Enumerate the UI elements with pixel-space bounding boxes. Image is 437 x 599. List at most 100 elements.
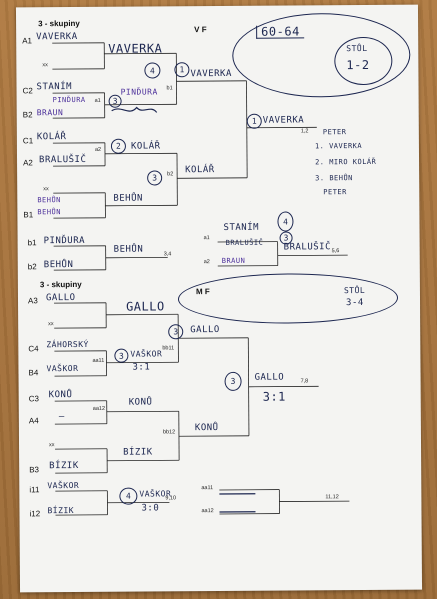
player-entry: KONŮ	[48, 390, 73, 401]
result-note: PETER	[323, 188, 347, 197]
player-entry: BRAUN	[36, 108, 64, 118]
result-note: 1. VAVERKA	[314, 141, 363, 151]
rank-circle: 3	[147, 170, 163, 186]
match-code: 1,2	[300, 128, 309, 135]
bye-label: xx	[48, 442, 55, 449]
bracket-lines	[52, 42, 350, 516]
player-entry: BEHŮN	[37, 196, 61, 205]
group-title-bottom: 3 - skupiny	[39, 279, 82, 290]
player-entry: KONŮ	[128, 397, 153, 408]
rank-circle: 4	[119, 487, 138, 505]
player-entry: VAŠKOR	[139, 489, 172, 499]
rank-circle: 1	[174, 62, 190, 78]
match-code: b1	[166, 85, 173, 92]
result-note: PETER	[322, 128, 347, 137]
seed-label: C2	[22, 86, 33, 96]
rank-circle: 4	[277, 211, 294, 232]
rank-circle: 3	[224, 371, 242, 391]
match-code: 5,6	[331, 248, 340, 255]
player-entry: KOLÁŘ	[185, 165, 215, 176]
bye-label: xx	[48, 321, 54, 328]
player-entry: BRALUŠIČ	[283, 242, 332, 253]
player-entry: BRALUŠIČ	[38, 154, 87, 166]
player-entry: BEHŮN	[113, 193, 143, 204]
match-code: a2	[203, 259, 210, 266]
seed-label: b1	[27, 238, 37, 248]
result-note: 2. MIRO KOLÁŘ	[315, 157, 377, 167]
scribble-out	[111, 106, 158, 113]
player-entry: BRALUŠIČ	[225, 238, 264, 247]
player-entry: KONŮ	[194, 423, 219, 434]
player-entry: VAŠKOR	[47, 480, 80, 491]
match-code: aa11	[201, 485, 214, 492]
bye-label: xx	[43, 186, 49, 193]
match-code: b2	[167, 171, 174, 178]
match-score: 3:0	[141, 503, 160, 514]
player-entry: VAŠKOR	[46, 363, 79, 374]
bye-label: xx	[42, 62, 48, 69]
player-entry: VAVERKA	[190, 68, 232, 80]
player-entry: VAVERKA	[262, 115, 305, 126]
rank-circle: 2	[110, 138, 126, 154]
player-entry: PINĎURA	[43, 235, 86, 247]
seed-label: A3	[27, 296, 38, 306]
player-entry: GALLO	[254, 372, 285, 383]
match-code: a1	[203, 235, 210, 242]
match-score: 3:1	[132, 362, 151, 373]
player-entry: —	[58, 412, 65, 423]
group-title-top: 3 - skupiny	[38, 18, 80, 29]
match-code: bb11	[162, 345, 175, 352]
seed-label: b2	[27, 262, 37, 272]
player-entry: KOLÁŘ	[130, 141, 161, 152]
seed-label: C4	[28, 344, 39, 354]
seed-label: A4	[28, 416, 39, 426]
result-note: 3. BEHŮN	[315, 174, 353, 183]
seed-label: i11	[29, 485, 40, 495]
tournament-bracket-sheet: 3 - skupiny V F 3 - skupiny M F 60-64 ST…	[15, 4, 423, 593]
rank-circle: 3	[108, 94, 122, 108]
seed-label: B4	[28, 368, 39, 378]
rank-circle: 1	[246, 113, 262, 129]
match-code: 7,8	[300, 378, 309, 385]
player-entry: BEHŮN	[37, 208, 61, 217]
seed-label: i12	[29, 509, 41, 519]
player-entry: PINĎURA	[52, 95, 86, 105]
match-code: aa11	[92, 357, 105, 364]
table-label-bottom: STŮL	[343, 285, 366, 296]
match-score: 3:1	[262, 389, 286, 404]
player-entry: GALLO	[190, 324, 220, 336]
player-entry: BRAUN	[221, 256, 246, 265]
player-entry: BÍZIK	[123, 447, 153, 458]
player-entry: BEHŮN	[113, 244, 144, 255]
player-entry: VAVERKA	[36, 31, 78, 43]
match-code: aa12	[201, 508, 214, 515]
seed-label: A2	[23, 158, 33, 168]
table-value-top: 1-2	[346, 57, 370, 73]
seed-label: C1	[22, 136, 34, 146]
player-entry: PINĎURA	[120, 87, 158, 97]
rank-circle: 4	[144, 62, 161, 79]
player-entry: STANÍM	[36, 82, 73, 93]
player-entry: GALLO	[126, 299, 165, 314]
player-entry: GALLO	[45, 293, 76, 304]
player-entry: BEHŮN	[43, 260, 74, 271]
table-value-bottom: 3-4	[346, 297, 364, 309]
seed-label: A1	[22, 36, 33, 46]
match-code: aa12	[92, 405, 106, 412]
seed-label: B1	[23, 210, 34, 220]
player-entry: VAVERKA	[108, 41, 163, 56]
player-entry: BÍZIK	[47, 506, 75, 516]
rank-circle: 3	[168, 324, 184, 340]
match-code: 3,4	[163, 251, 172, 258]
seed-label: B2	[22, 110, 33, 120]
player-entry: ZÁHORSKÝ	[46, 339, 89, 350]
seed-label: B3	[29, 465, 40, 475]
player-entry: VAŠKOR	[130, 349, 163, 359]
player-entry: BÍZIK	[49, 460, 79, 472]
table-label-top: STŮL	[346, 43, 368, 54]
match-code: a2	[94, 146, 102, 153]
rank-circle: 3	[114, 348, 129, 363]
match-code: bb12	[162, 429, 176, 436]
stage-label-vf: V F	[194, 25, 207, 35]
player-entry: STANÍM	[223, 222, 260, 233]
